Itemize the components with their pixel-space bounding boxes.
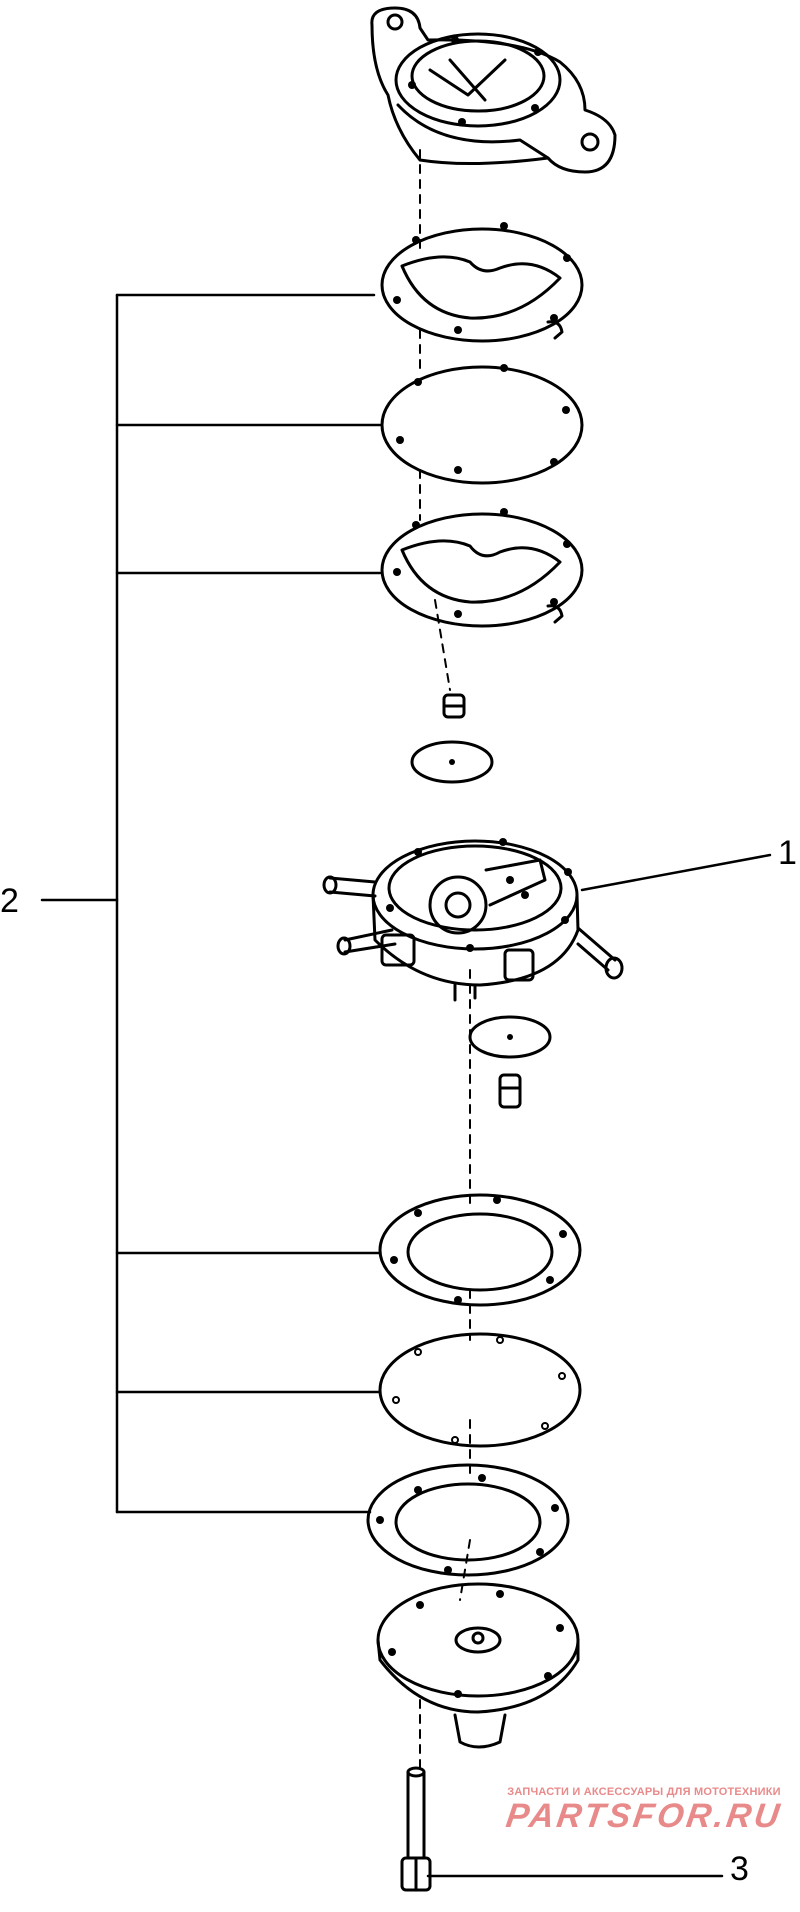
diaphragm-upper	[380, 364, 584, 485]
pump-bottom-cover	[376, 1582, 580, 1749]
watermark-brand: PARTSFOR.RU	[503, 1797, 785, 1835]
pump-top-cover	[370, 6, 617, 174]
gasket-ring-lower-2	[366, 1463, 570, 1577]
gasket-ring-lower-1	[378, 1193, 582, 1307]
valve-stud-upper	[442, 693, 466, 719]
gasket-upper-2	[380, 508, 584, 628]
valve-washer-upper	[410, 740, 494, 784]
gasket-upper-1	[380, 222, 584, 343]
valve-washer-lower	[468, 1015, 552, 1059]
watermark-caption: ЗАПЧАСТИ И АКСЕССУАРЫ ДЛЯ МОТОТЕХНИКИ	[507, 1786, 781, 1798]
cover-bolt	[400, 1766, 432, 1892]
watermark: ЗАПЧАСТИ И АКСЕССУАРЫ ДЛЯ МОТОТЕХНИКИ PA…	[488, 1786, 800, 1835]
callout-part-3: 3	[730, 1850, 749, 1888]
diaphragm-lower	[378, 1332, 582, 1448]
leader-lines	[40, 293, 772, 1878]
callout-part-1: 1	[778, 834, 797, 872]
callout-part-2: 2	[0, 882, 19, 920]
assembly-axis	[419, 149, 471, 1771]
pump-body	[322, 838, 624, 1002]
valve-stud-lower	[498, 1073, 522, 1109]
